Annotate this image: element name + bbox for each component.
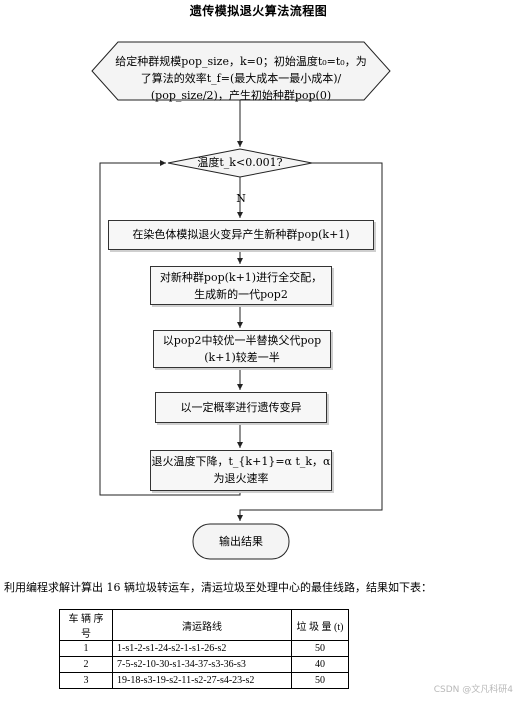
cell-route: 1-s1-2-s1-24-s2-1-s1-26-s2 [112,640,292,657]
decision-node-label: 温度t_k<0.001? [197,156,283,169]
init-node-shape [91,41,391,101]
genetic-mutation-node: 以一定概率进行遗传变异 [155,392,327,423]
cell-amount: 40 [291,656,349,673]
cell-route: 7-5-s2-10-30-s1-34-37-s3-36-s3 [112,656,292,673]
replace-node: 以pop2中较优一半替换父代pop (k+1)较差一半 [153,330,331,368]
cell-vehicle-no: 1 [59,640,113,657]
output-node-shape [192,523,290,560]
mutate-node: 在染色体模拟退火变异产生新种群pop(k+1) [108,220,374,250]
mutate-label: 在染色体模拟退火变异产生新种群pop(k+1) [132,228,350,241]
crossover-text: 对新种群pop(k+1)进行全交配， 生成新的一代pop2 [151,269,331,303]
edge-decision-to-output [237,162,383,521]
cooling-line-2: 为退火速率 [213,472,269,485]
table-row: 1 1-s1-2-s1-24-s2-1-s1-26-s2 50 [59,640,349,657]
table-header-row: 车 辆 序 号 清运路线 垃 圾 量 (t) [59,609,349,641]
cooling-line-1: 退火温度下降，t_{k+1}=α t_k，α [151,455,331,468]
init-node: 给定种群规模pop_size，k=0；初始温度t₀=t₀，为 了算法的效率t_f… [100,53,382,104]
init-line-2: 了算法的效率t_f=(最大成本一最小成本)/ [140,72,342,85]
cooling-node: 退火温度下降，t_{k+1}=α t_k，α 为退火速率 [150,450,332,491]
output-node-label: 输出结果 [219,535,263,548]
header-garbage-amount: 垃 圾 量 (t) [291,609,349,641]
genetic-mutation-label: 以一定概率进行遗传变异 [180,401,302,414]
table-row: 3 19-18-s3-19-s2-11-s2-27-s4-23-s2 50 [59,672,349,689]
branch-no-label: N [236,192,246,205]
table-row: 2 7-5-s2-10-30-s1-34-37-s3-36-s3 40 [59,656,349,673]
replace-line-1: 以pop2中较优一半替换父代pop [162,334,322,347]
replace-text: 以pop2中较优一半替换父代pop (k+1)较差一半 [154,332,330,366]
result-intro-text: 利用编程求解计算出 16 辆垃圾转运车，清运垃圾至处理中心的最佳线路，结果如下表… [4,581,432,594]
cell-vehicle-no: 2 [59,656,113,673]
cell-route: 19-18-s3-19-s2-11-s2-27-s4-23-s2 [112,672,292,689]
crossover-line-2: 生成新的一代pop2 [194,288,288,301]
flowchart-title: 遗传模拟退火算法流程图 [189,4,328,18]
crossover-line-1: 对新种群pop(k+1)进行全交配， [159,271,323,284]
result-table: 车 辆 序 号 清运路线 垃 圾 量 (t) 1 1-s1-2-s1-24-s2… [59,609,349,689]
cell-vehicle-no: 3 [59,672,113,689]
crossover-node: 对新种群pop(k+1)进行全交配， 生成新的一代pop2 [150,266,332,305]
header-route: 清运路线 [112,609,292,641]
header-vehicle-no: 车 辆 序 号 [59,609,113,641]
cooling-text: 退火温度下降，t_{k+1}=α t_k，α 为退火速率 [151,453,331,487]
cell-amount: 50 [291,672,349,689]
replace-line-2: (k+1)较差一半 [204,351,280,364]
watermark: CSDN @文凡科研4 [433,685,513,695]
flowchart-canvas [91,41,391,560]
init-line-3: (pop_size/2)，产生初始种群pop(0) [150,89,332,102]
edge-cooling-loop-back [99,160,241,496]
cell-amount: 50 [291,640,349,657]
init-line-1: 给定种群规模pop_size，k=0；初始温度t₀=t₀，为 [115,55,367,68]
